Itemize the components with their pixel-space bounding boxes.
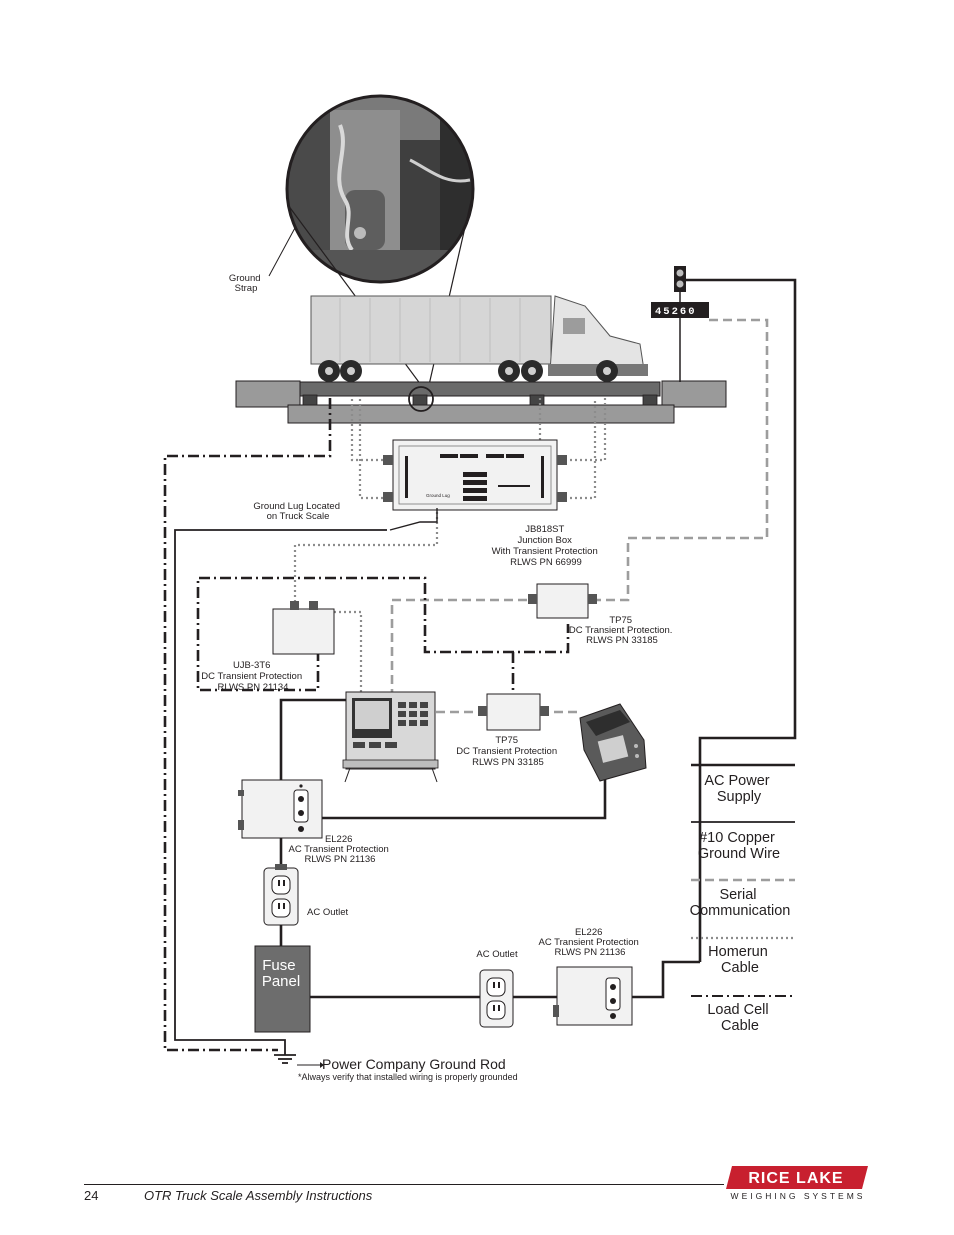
junction-box-label: JB818ST Junction Box With Transient Prot… [492,524,601,568]
svg-text:Fuse Panel: Fuse Panel [262,957,300,990]
svg-text:Ground Lug: Ground Lug [426,493,450,498]
brand-subtitle: WEIGHING SYSTEMS [730,1191,866,1201]
tp75-lower-box [478,693,549,731]
legend-load-cell: Load Cell Cable [707,1002,772,1034]
ac-power-lines [279,278,797,999]
legend-homerun: Homerun Cable [691,944,795,997]
ac-outlet-right [479,969,514,1028]
legend-ground-wire: #10 Copper Ground Wire [691,830,795,882]
svg-text:45260: 45260 [655,306,697,318]
brand-logo-band [726,1166,868,1189]
traffic-light [674,266,686,382]
ground-strap-inset [268,94,475,386]
el226-left-label: EL226 AC Transient Protection RLWS PN 21… [289,834,392,865]
tp75-upper-box [528,583,597,619]
ground-wire [174,529,387,1064]
document-title: OTR Truck Scale Assembly Instructions [144,1188,373,1203]
indicator [342,691,439,783]
ground-rod-label: Power Company Ground Rod [322,1056,506,1072]
svg-text:AC Power Supply: AC Power Supply [704,773,773,805]
ujb-box [272,601,335,655]
svg-text:Serial Communication: Serial Communication [690,887,791,919]
junction-box: Ground Lug [383,439,567,531]
ground-lug-label: Ground Lug Located on Truck Scale [253,501,342,522]
fuse-panel: Fuse Panel [254,945,311,1033]
ujb-label: UJB-3T6 DC Transient Protection RLWS PN … [201,660,305,693]
homerun-lines [293,398,607,692]
truck [310,295,648,382]
remote-display: 45260 [651,302,709,318]
svg-text:Load Cell Cable: Load Cell Cable [707,1002,772,1034]
tp75-upper-label: TP75 DC Transient Protection. RLWS PN 33… [569,615,675,646]
truck-scale [235,380,727,424]
legend-ac-power: AC Power Supply [691,763,795,823]
brand-name: RICE LAKE [748,1170,844,1187]
ground-note: *Always verify that installed wiring is … [298,1072,518,1082]
svg-text:Homerun Cable: Homerun Cable [708,944,772,976]
page-number: 24 [84,1188,99,1203]
legend: AC Power Supply #10 Copper Ground Wire S… [690,763,795,1034]
legend-serial: Serial Communication [690,887,795,940]
brand-logo: RICE LAKE WEIGHING SYSTEMS [726,1166,868,1202]
el226-right-box [553,966,633,1026]
el226-left-box [238,779,323,839]
load-cell-lines [163,398,570,1052]
el226-right-label: EL226 AC Transient Protection RLWS PN 21… [539,927,642,958]
tp75-lower-label: TP75 DC Transient Protection RLWS PN 331… [456,735,560,768]
footer-rule [84,1184,724,1185]
printer [579,703,647,782]
ground-strap-label: Ground Strap [229,273,263,294]
svg-text:#10 Copper Ground Wire: #10 Copper Ground Wire [698,830,780,862]
ac-outlet-left [263,864,299,926]
ac-outlet-right-label: AC Outlet [476,949,518,960]
ac-outlet-left-label: AC Outlet [307,907,349,918]
